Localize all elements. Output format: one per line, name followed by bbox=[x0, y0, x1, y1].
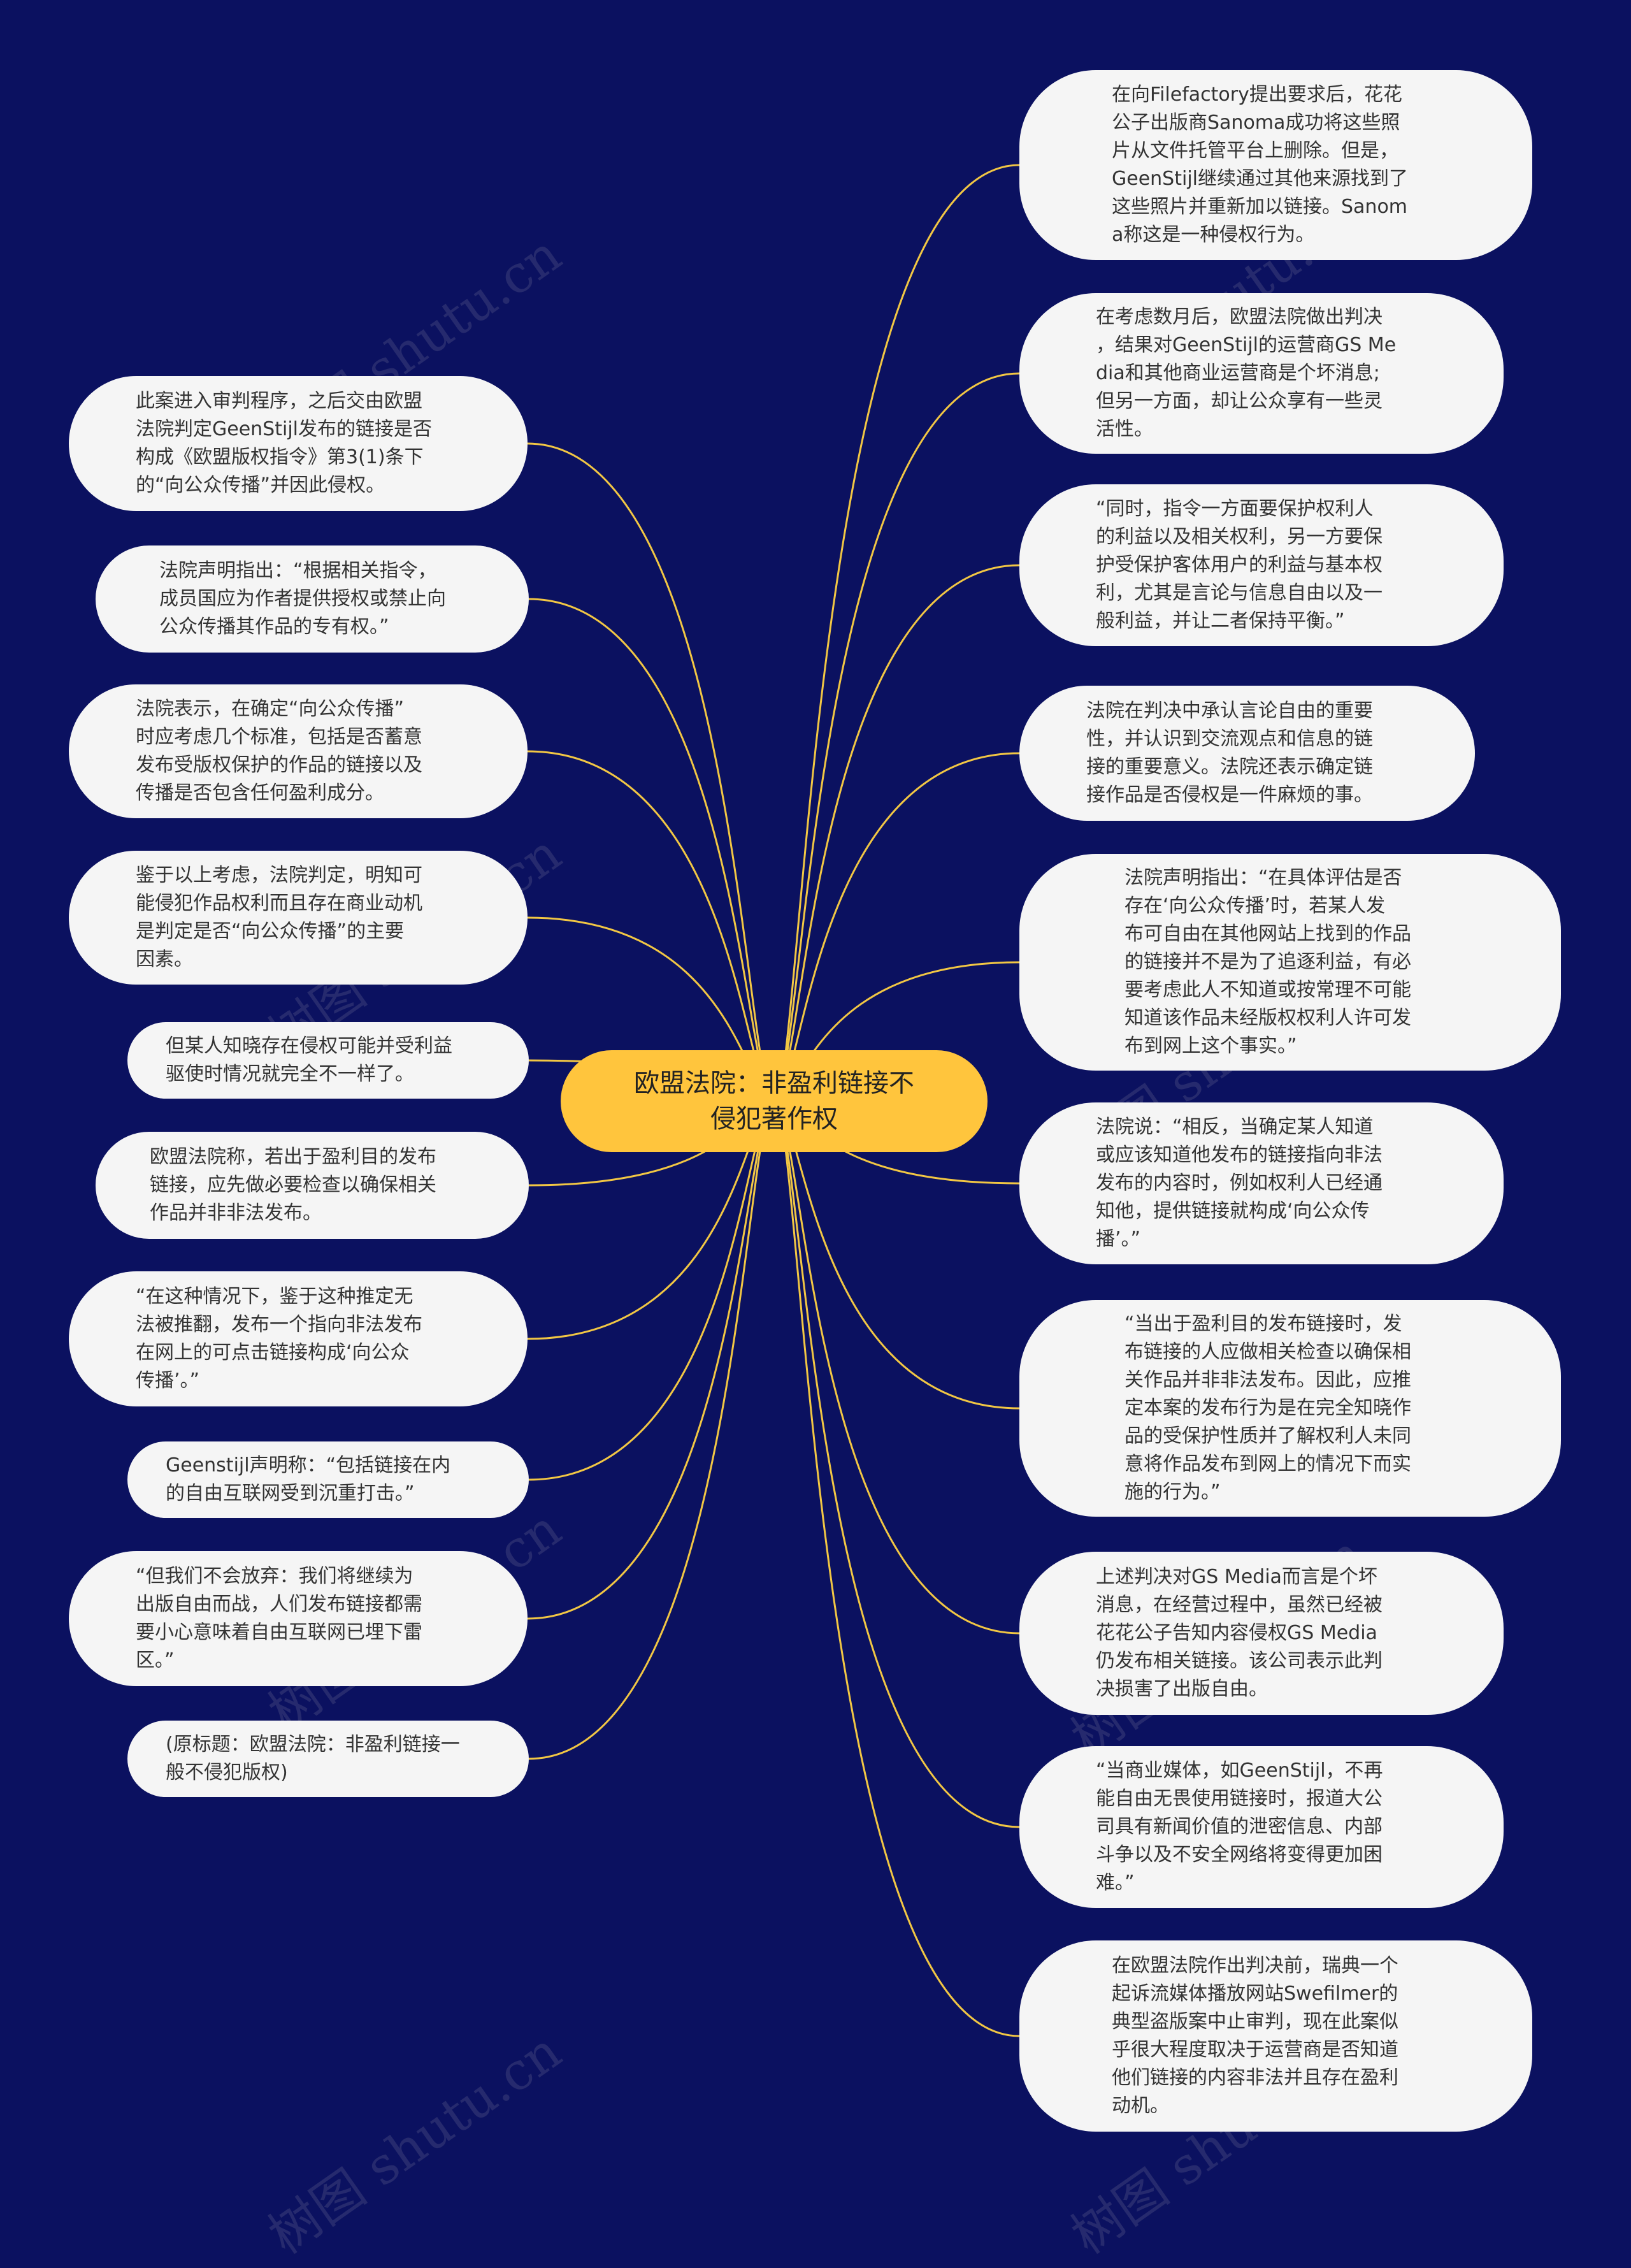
topic-node-right-8[interactable]: 上述判决对GS Media而言是个坏 消息，在经营过程中，虽然已经被 花花公子告… bbox=[1019, 1552, 1504, 1715]
topic-node-right-5[interactable]: 法院声明指出：“在具体评估是否 存在‘向公众传播’时，若某人发 布可自由在其他网… bbox=[1019, 854, 1561, 1071]
topic-node-left-5[interactable]: 但某人知晓存在侵权可能并受利益 驱使时情况就完全不一样了。 bbox=[127, 1022, 529, 1099]
topic-node-right-9[interactable]: “当商业媒体，如GeenStijl，不再 能自由无畏使用链接时，报道大公 司具有… bbox=[1019, 1746, 1504, 1908]
topic-node-left-6[interactable]: 欧盟法院称，若出于盈利目的发布 链接，应先做必要检查以确保相关 作品并非非法发布… bbox=[96, 1132, 529, 1239]
topic-node-left-10[interactable]: (原标题：欧盟法院：非盈利链接一 般不侵犯版权) bbox=[127, 1721, 529, 1797]
connector-right-1 bbox=[773, 164, 1020, 1102]
connector-left-2 bbox=[528, 598, 775, 1102]
topic-node-text: 但某人知晓存在侵权可能并受利益 驱使时情况就完全不一样了。 bbox=[166, 1035, 452, 1085]
topic-node-left-1[interactable]: 此案进入审判程序，之后交由欧盟 法院判定GeenStijl发布的链接是否 构成《… bbox=[69, 376, 528, 511]
topic-node-text: 在欧盟法院作出判决前，瑞典一个 起诉流媒体播放网站Swefilmer的 典型盗版… bbox=[1112, 1954, 1398, 2117]
topic-node-left-2[interactable]: 法院声明指出：“根据相关指令， 成员国应为作者提供授权或禁止向 公众传播其作品的… bbox=[96, 545, 529, 653]
topic-node-text: 法院在判决中承认言论自由的重要 性，并认识到交流观点和信息的链 接的重要意义。法… bbox=[1086, 700, 1373, 806]
topic-node-text: 法院表示，在确定“向公众传播” 时应考虑几个标准，包括是否蓄意 发布受版权保护的… bbox=[136, 698, 422, 804]
connector-right-10 bbox=[773, 1100, 1020, 2037]
central-topic[interactable]: 欧盟法院：非盈利链接不 侵犯著作权 bbox=[561, 1050, 988, 1152]
central-topic-label: 欧盟法院：非盈利链接不 侵犯著作权 bbox=[634, 1069, 914, 1134]
topic-node-text: 在向Filefactory提出要求后，花花 公子出版商Sanoma成功将这些照 … bbox=[1112, 83, 1408, 246]
topic-node-text: “当出于盈利目的发布链接时，发 布链接的人应做相关检查以确保相 关作品并非非法发… bbox=[1124, 1313, 1411, 1503]
topic-node-right-7[interactable]: “当出于盈利目的发布链接时，发 布链接的人应做相关检查以确保相 关作品并非非法发… bbox=[1019, 1300, 1561, 1517]
topic-node-text: Geenstijl声明称：“包括链接在内 的自由互联网受到沉重打击。” bbox=[166, 1454, 451, 1505]
topic-node-text: 法院说：“相反，当确定某人知道 或应该知道他发布的链接指向非法 发布的内容时，例… bbox=[1096, 1116, 1383, 1250]
topic-node-text: 上述判决对GS Media而言是个坏 消息，在经营过程中，虽然已经被 花花公子告… bbox=[1096, 1566, 1383, 1700]
topic-node-right-4[interactable]: 法院在判决中承认言论自由的重要 性，并认识到交流观点和信息的链 接的重要意义。法… bbox=[1019, 686, 1475, 821]
topic-node-text: 鉴于以上考虑，法院判定，明知可 能侵犯作品权利而且存在商业动机 是判定是否“向公… bbox=[136, 864, 422, 971]
topic-node-text: “同时，指令一方面要保护权利人 的利益以及相关权利，另一方要保 护受保护客体用户… bbox=[1096, 498, 1383, 632]
topic-node-text: (原标题：欧盟法院：非盈利链接一 般不侵犯版权) bbox=[166, 1733, 460, 1784]
connector-left-1 bbox=[527, 442, 775, 1102]
topic-node-right-1[interactable]: 在向Filefactory提出要求后，花花 公子出版商Sanoma成功将这些照 … bbox=[1019, 70, 1532, 260]
topic-node-left-9[interactable]: “但我们不会放弃：我们将继续为 出版自由而战，人们发布链接都需 要小心意味着自由… bbox=[69, 1551, 528, 1686]
topic-node-text: 法院声明指出：“在具体评估是否 存在‘向公众传播’时，若某人发 布可自由在其他网… bbox=[1124, 867, 1411, 1057]
topic-node-left-8[interactable]: Geenstijl声明称：“包括链接在内 的自由互联网受到沉重打击。” bbox=[127, 1441, 529, 1518]
topic-node-right-2[interactable]: 在考虑数月后，欧盟法院做出判决 ，结果对GeenStijl的运营商GS Me d… bbox=[1019, 293, 1504, 454]
topic-node-left-4[interactable]: 鉴于以上考虑，法院判定，明知可 能侵犯作品权利而且存在商业动机 是判定是否“向公… bbox=[69, 851, 528, 985]
connector-right-9 bbox=[773, 1100, 1020, 1828]
topic-node-text: “但我们不会放弃：我们将继续为 出版自由而战，人们发布链接都需 要小心意味着自由… bbox=[136, 1565, 422, 1672]
topic-node-text: “在这种情况下，鉴于这种推定无 法被推翻，发布一个指向非法发布 在网上的可点击链… bbox=[136, 1285, 422, 1392]
topic-node-right-3[interactable]: “同时，指令一方面要保护权利人 的利益以及相关权利，另一方要保 护受保护客体用户… bbox=[1019, 484, 1504, 646]
connector-right-2 bbox=[773, 372, 1020, 1102]
topic-node-left-3[interactable]: 法院表示，在确定“向公众传播” 时应考虑几个标准，包括是否蓄意 发布受版权保护的… bbox=[69, 684, 528, 818]
connector-left-8 bbox=[528, 1100, 775, 1481]
connector-right-8 bbox=[773, 1100, 1020, 1635]
topic-node-text: 法院声明指出：“根据相关指令， 成员国应为作者提供授权或禁止向 公众传播其作品的… bbox=[159, 560, 446, 638]
topic-node-text: “当商业媒体，如GeenStijl，不再 能自由无畏使用链接时，报道大公 司具有… bbox=[1096, 1759, 1383, 1894]
connector-left-10 bbox=[528, 1100, 775, 1760]
connector-left-3 bbox=[527, 750, 775, 1102]
topic-node-text: 此案进入审判程序，之后交由欧盟 法院判定GeenStijl发布的链接是否 构成《… bbox=[136, 390, 432, 496]
topic-node-right-6[interactable]: 法院说：“相反，当确定某人知道 或应该知道他发布的链接指向非法 发布的内容时，例… bbox=[1019, 1102, 1504, 1264]
connector-right-3 bbox=[773, 564, 1020, 1102]
topic-node-text: 欧盟法院称，若出于盈利目的发布 链接，应先做必要检查以确保相关 作品并非非法发布… bbox=[150, 1146, 436, 1224]
topic-node-text: 在考虑数月后，欧盟法院做出判决 ，结果对GeenStijl的运营商GS Me d… bbox=[1096, 306, 1397, 440]
topic-node-left-7[interactable]: “在这种情况下，鉴于这种推定无 法被推翻，发布一个指向非法发布 在网上的可点击链… bbox=[69, 1271, 528, 1406]
topic-node-right-10[interactable]: 在欧盟法院作出判决前，瑞典一个 起诉流媒体播放网站Swefilmer的 典型盗版… bbox=[1019, 1940, 1532, 2132]
